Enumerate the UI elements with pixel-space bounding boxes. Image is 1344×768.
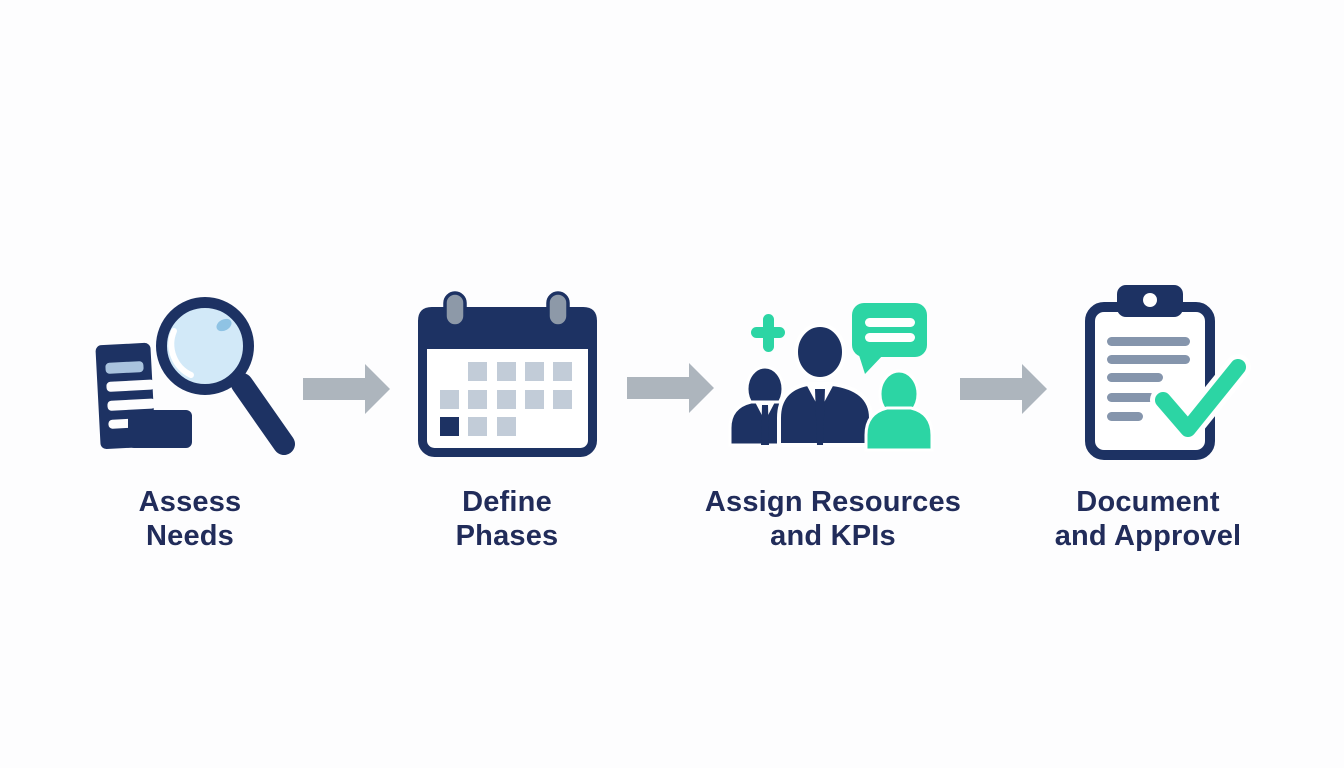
clipboard-check-icon-svg <box>1085 285 1251 460</box>
step-define-phases: Define Phases <box>367 283 647 573</box>
flow-arrow-icon <box>303 364 390 414</box>
step-label-assess-needs: Assess Needs <box>50 485 330 553</box>
step-label-line1: Assign Resources <box>704 486 962 518</box>
team-chat-icon-svg <box>728 303 934 452</box>
step-label-define-phases: Define Phases <box>367 485 647 553</box>
step-label-document-approve: Document and Approvel <box>1008 485 1288 553</box>
step-label-line2: Phases <box>455 520 559 552</box>
magnifier-document-icon <box>95 291 295 461</box>
team-chat-icon <box>727 290 935 455</box>
clipboard-lines <box>1107 337 1190 421</box>
plus-icon <box>751 314 785 352</box>
step-label-line1: Document <box>1076 486 1220 518</box>
magnifier-document-icon-svg <box>95 297 295 455</box>
checkmark-icon <box>1150 354 1251 442</box>
step-assign-resources: Assign Resources and KPIs <box>693 283 973 573</box>
flow-arrow-icon <box>960 364 1047 414</box>
calendar-icon-svg <box>418 291 597 457</box>
step-label-line2: and Approvel <box>1054 520 1242 552</box>
calendar-icon <box>415 290 605 465</box>
step-assess-needs: Assess Needs <box>50 283 330 573</box>
flow-arrow-icon <box>627 363 714 413</box>
step-document-approve: Document and Approvel <box>1008 283 1288 573</box>
step-label-line2: and KPIs <box>770 520 896 552</box>
step-label-line1: Assess <box>138 486 242 518</box>
clipboard-clip <box>1117 285 1183 317</box>
step-label-line1: Define <box>462 486 552 518</box>
person-teal-icon <box>864 369 934 452</box>
speech-bubble-icon <box>852 303 927 374</box>
step-label-line2: Needs <box>145 520 235 552</box>
person-large-icon <box>777 323 873 447</box>
step-label-assign-resources: Assign Resources and KPIs <box>693 485 973 553</box>
clipboard-check-icon <box>1080 283 1255 468</box>
